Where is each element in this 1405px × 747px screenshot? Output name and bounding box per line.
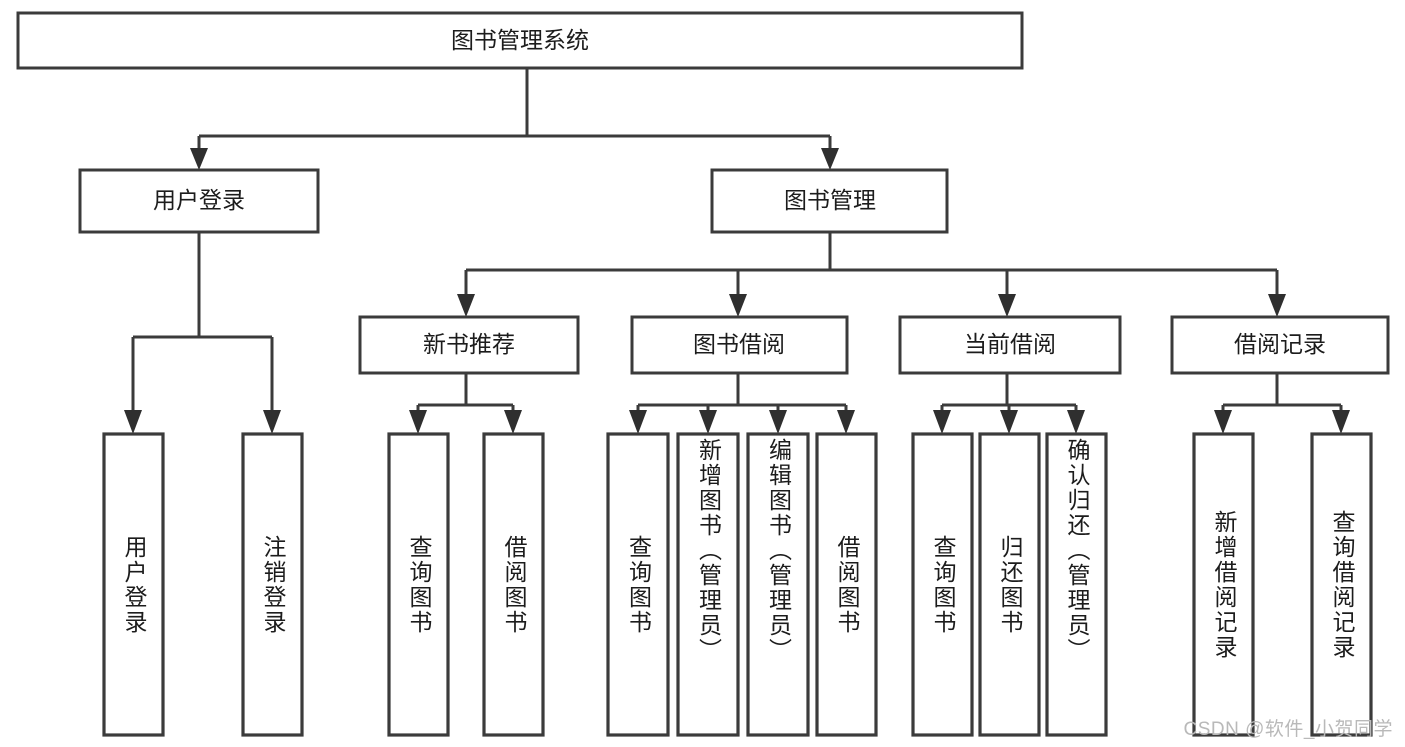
node-leaf-query-book-2[interactable] — [606, 432, 670, 737]
node-l1b-label: 图书管理 — [784, 187, 876, 213]
node-leaf-add-borrow-record[interactable] — [1192, 432, 1255, 737]
arrow-head-icon — [1067, 410, 1085, 434]
node-book-borrow[interactable]: 图书借阅 — [630, 315, 849, 375]
node-book-management[interactable]: 图书管理 — [710, 168, 949, 234]
arrow-head-icon — [837, 410, 855, 434]
arrow-head-icon — [190, 148, 208, 170]
connector-layer — [124, 68, 1350, 434]
node-new-book-recommend[interactable]: 新书推荐 — [358, 315, 580, 375]
arrow-head-icon — [729, 294, 747, 317]
node-current-borrow[interactable]: 当前借阅 — [898, 315, 1122, 375]
node-borrow-record[interactable]: 借阅记录 — [1170, 315, 1390, 375]
arrow-head-icon — [409, 410, 427, 434]
arrow-head-icon — [263, 410, 281, 434]
arrow-head-icon — [124, 410, 142, 434]
arrow-head-icon — [629, 410, 647, 434]
node-leaf-edit-book[interactable] — [746, 432, 810, 737]
arrow-head-icon — [1268, 294, 1286, 317]
node-leaf-logout[interactable] — [241, 432, 304, 737]
node-leaf-borrow-book-1[interactable] — [482, 432, 545, 737]
arrow-head-icon — [1332, 410, 1350, 434]
arrow-head-icon — [769, 410, 787, 434]
arrow-head-icon — [457, 294, 475, 317]
node-root[interactable]: 图书管理系统 — [16, 11, 1024, 70]
node-leaf-query-book-3[interactable] — [911, 432, 974, 737]
node-leaf-return-book[interactable] — [978, 432, 1041, 737]
arrow-head-icon — [1000, 410, 1018, 434]
node-leaf-confirm-return[interactable] — [1045, 432, 1108, 737]
node-l1a-label: 用户登录 — [153, 187, 245, 213]
arrow-head-icon — [998, 294, 1016, 317]
arrow-head-icon — [933, 410, 951, 434]
arrow-head-icon — [821, 148, 839, 170]
node-layer: 图书管理系统 用户登录 图书管理 新书推荐 图书借阅 当前 — [16, 11, 1390, 737]
node-leaf-query-borrow-record[interactable] — [1310, 432, 1373, 737]
node-leaf-user-login[interactable] — [102, 432, 165, 737]
arrow-head-icon — [699, 410, 717, 434]
node-l2c-label: 当前借阅 — [964, 331, 1056, 357]
node-l2b-label: 图书借阅 — [693, 331, 785, 357]
node-l2a-label: 新书推荐 — [423, 331, 515, 357]
node-user-login[interactable]: 用户登录 — [78, 168, 320, 234]
node-l2d-label: 借阅记录 — [1234, 331, 1326, 357]
arrow-head-icon — [1214, 410, 1232, 434]
node-root-label: 图书管理系统 — [451, 27, 589, 53]
node-leaf-add-book[interactable] — [676, 432, 740, 737]
node-leaf-borrow-book-2[interactable] — [815, 432, 878, 737]
node-leaf-query-book-1[interactable] — [387, 432, 450, 737]
arrow-head-icon — [504, 410, 522, 434]
